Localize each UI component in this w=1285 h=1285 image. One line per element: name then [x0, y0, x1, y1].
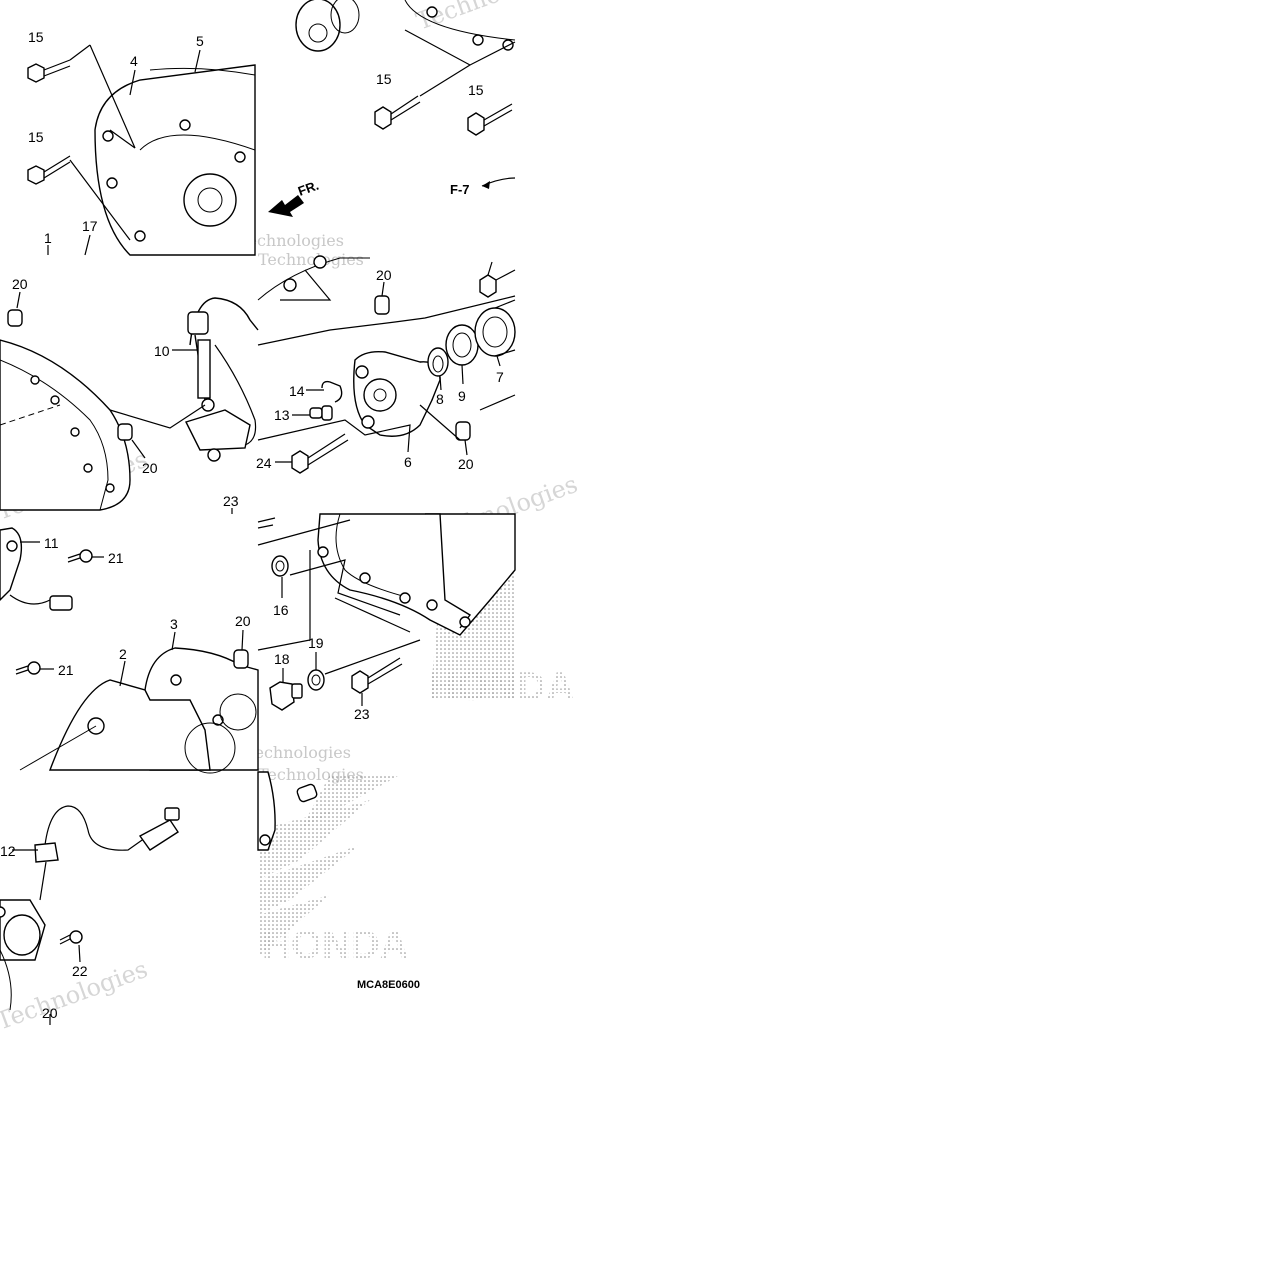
reference-label: F-7	[450, 182, 470, 197]
bolt-21	[15, 661, 41, 675]
callout-2: 2	[119, 646, 127, 662]
reference-f7: F-7	[450, 177, 516, 197]
nut-16	[271, 555, 289, 577]
callout-7: 7	[496, 369, 504, 385]
tile-bottom-left: 12 22 20	[0, 805, 180, 1025]
callout-15: 15	[468, 82, 484, 98]
bolt-24	[291, 433, 349, 474]
seal-8	[427, 347, 449, 377]
callout-15: 15	[376, 71, 392, 87]
honda-wing-logo: HONDA HONDA	[258, 560, 575, 967]
clip-14	[321, 380, 343, 403]
bolt-15	[27, 155, 71, 185]
callout-21: 21	[108, 550, 124, 566]
watermark-text: Technologies	[258, 250, 364, 269]
callout-16: 16	[273, 602, 289, 618]
callout-22: 22	[72, 963, 88, 979]
callout-23: 23	[223, 493, 239, 509]
callout-20: 20	[458, 456, 474, 472]
bolt-21	[67, 549, 93, 563]
direction-label: FR.	[296, 178, 321, 199]
tile-bottom-right: MCA8E0600	[257, 771, 420, 991]
bolt	[479, 261, 516, 298]
bearing-9	[445, 324, 479, 366]
callout-14: 14	[289, 383, 305, 399]
callout-12: 12	[0, 843, 16, 859]
tile-mid-right: 20 14 13 8 9 7 24 6 20	[256, 255, 516, 474]
washer-19	[307, 669, 325, 691]
callout-17: 17	[82, 218, 98, 234]
housing-6	[353, 350, 441, 437]
diagram-code: MCA8E0600	[357, 979, 420, 991]
dowel-20	[7, 309, 23, 327]
callout-8: 8	[436, 391, 444, 407]
callout-19: 19	[308, 635, 324, 651]
tile-mid-left: 20 10 20	[0, 276, 259, 511]
tile-lower-right: 16 18 19 23	[257, 513, 516, 722]
dowel-20	[233, 649, 249, 669]
dowel-20	[117, 423, 133, 441]
callout-21: 21	[58, 662, 74, 678]
callout-5: 5	[196, 33, 204, 49]
brand-wordmark: HONDA	[262, 923, 409, 967]
callout-20: 20	[376, 267, 392, 283]
sensor-12	[0, 805, 180, 961]
callout-4: 4	[130, 53, 138, 69]
callout-9: 9	[458, 388, 466, 404]
drain-bolt-18	[269, 681, 303, 711]
bracket-11	[0, 527, 73, 611]
callout-20: 20	[42, 1005, 58, 1021]
callout-24: 24	[256, 455, 272, 471]
callout-20: 20	[235, 613, 251, 629]
callout-11: 11	[44, 535, 59, 551]
bolt-22	[59, 930, 83, 945]
callout-15: 15	[28, 129, 44, 145]
callout-20: 20	[142, 460, 158, 476]
bolt-15	[27, 59, 71, 83]
bolt-23	[351, 657, 403, 694]
front-direction-arrow: FR.	[268, 178, 321, 217]
fitting-13	[309, 405, 333, 421]
watermark-text: Technologies	[412, 0, 571, 36]
callout-1: 1	[44, 230, 52, 246]
callout-20: 20	[12, 276, 28, 292]
bolt-15	[467, 103, 513, 136]
callout-10: 10	[154, 343, 170, 359]
callout-23: 23	[354, 706, 370, 722]
sensor-10	[185, 297, 259, 462]
callout-18: 18	[274, 651, 290, 667]
brand-wordmark: HONDA	[428, 665, 575, 709]
dowel	[296, 783, 318, 803]
dowel-20	[455, 421, 471, 441]
tile-top-left: 15 4 5 15 17 1	[27, 29, 256, 256]
callout-6: 6	[404, 454, 412, 470]
callout-3: 3	[170, 616, 178, 632]
bearing-7	[474, 299, 516, 357]
cover-2	[19, 679, 236, 774]
dowel-20	[374, 295, 390, 315]
callout-15: 15	[28, 29, 44, 45]
tile-top-right: 15 15 FR. F-7	[268, 0, 516, 217]
tile-lower-left: 23	[0, 493, 259, 774]
bolt-15	[374, 95, 421, 130]
callout-13: 13	[274, 407, 290, 423]
